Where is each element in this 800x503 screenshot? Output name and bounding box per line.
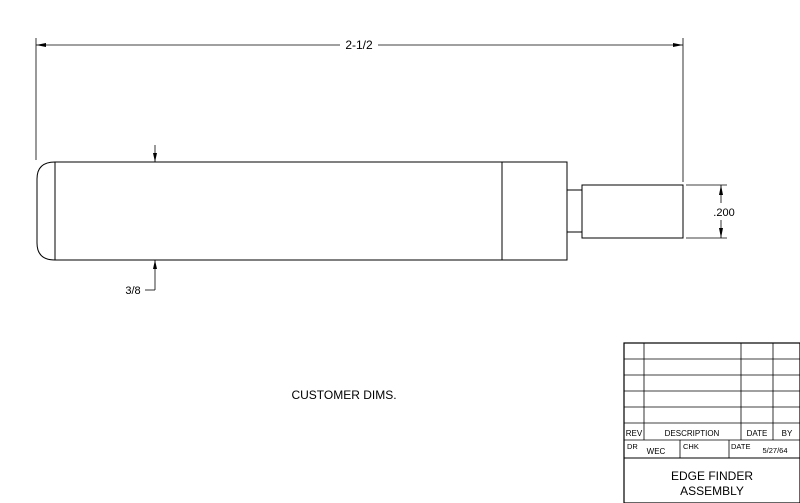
description-header: DESCRIPTION	[665, 429, 720, 438]
tip-outline	[581, 184, 684, 239]
body-outline	[36, 161, 568, 261]
customer-dims-note: CUSTOMER DIMS.	[291, 388, 396, 402]
body-arrow-bottom	[153, 260, 157, 269]
body-diameter-dimension	[145, 145, 157, 291]
tip-arrow-bottom	[719, 228, 723, 238]
body-arrow-top	[153, 153, 157, 162]
title-block	[623, 342, 800, 503]
length-dimension	[35, 38, 684, 182]
rev-header: REV	[626, 429, 643, 438]
length-dimension-label: 2-1/2	[345, 38, 373, 52]
drawn-label: DR	[627, 442, 638, 451]
check-label: CHK	[683, 442, 699, 451]
date-label: DATE	[731, 442, 750, 451]
date-header: DATE	[747, 429, 768, 438]
drawn-by-value: WEC	[647, 447, 666, 456]
tip-diameter-label: .200	[713, 207, 734, 219]
body-diameter-label: 3/8	[125, 285, 140, 297]
neck-outline	[566, 189, 583, 233]
date-value: 5/27/64	[762, 446, 787, 455]
edge-finder-part	[36, 161, 684, 261]
length-arrow-left	[36, 43, 46, 47]
tip-diameter-dimension	[686, 184, 727, 239]
title-line-2: ASSEMBLY	[680, 484, 744, 498]
by-header: BY	[782, 429, 793, 438]
length-arrow-right	[673, 43, 683, 47]
title-line-1: EDGE FINDER	[671, 469, 753, 483]
tip-arrow-top	[719, 185, 723, 195]
